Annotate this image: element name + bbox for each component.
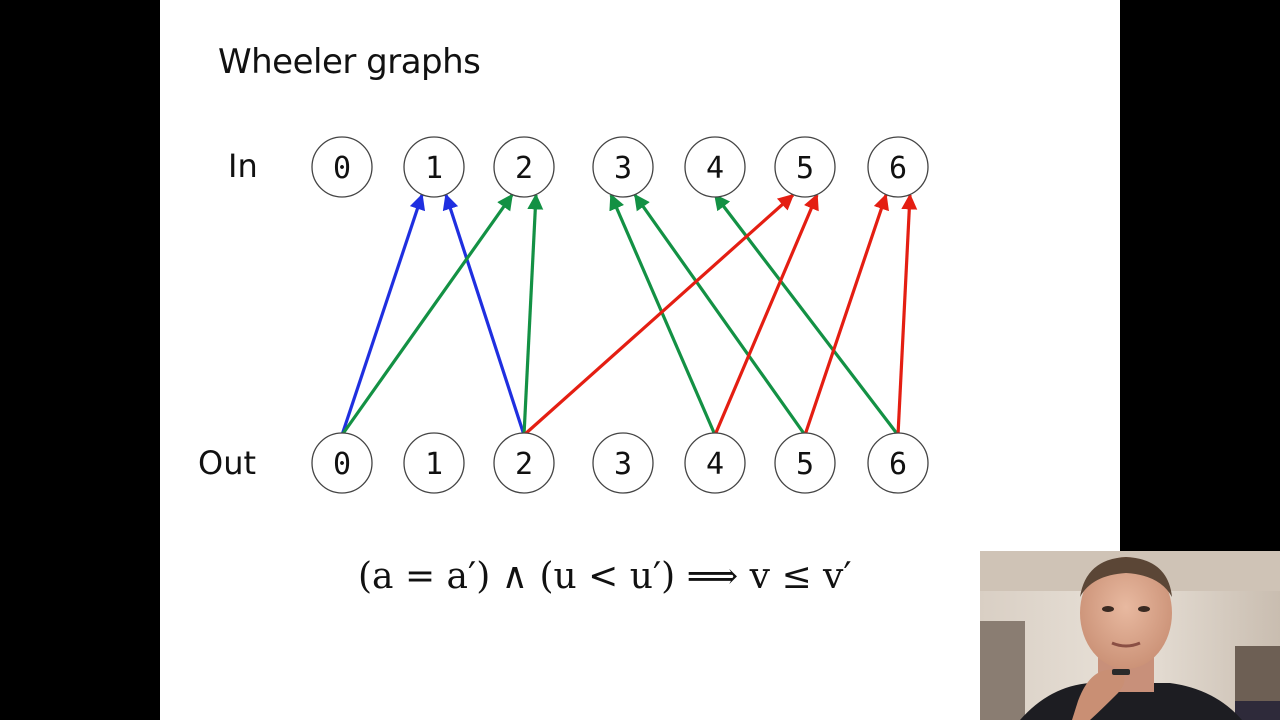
in-node-6: 6: [867, 136, 929, 198]
out-node-circle: [592, 432, 654, 494]
edge-out5-to-in3: [633, 193, 807, 436]
out-node-6: 6: [867, 432, 929, 494]
in-node-label: 5: [796, 151, 814, 186]
in-node-circle: [684, 136, 746, 198]
edge-out2-to-in1: [442, 193, 526, 436]
wheeler-property-formula: (a = a′) ∧ (u < u′) ⟹ v ≤ v′: [358, 556, 852, 597]
in-node-circle: [311, 136, 373, 198]
out-node-label: 0: [333, 447, 351, 482]
edge-out4-to-in5: [713, 193, 819, 436]
edge-out6-to-in6: [896, 193, 918, 436]
in-row-label: In: [228, 147, 258, 185]
wheeler-graph-diagram: In Out 0 1 2 3 4 5 6 0 1 2 3 4 5 6: [198, 136, 929, 494]
in-node-5: 5: [774, 136, 836, 198]
in-node-label: 3: [614, 151, 632, 186]
out-node-4: 4: [684, 432, 746, 494]
out-node-label: 1: [425, 447, 443, 482]
out-node-1: 1: [403, 432, 465, 494]
in-node-label: 0: [333, 151, 351, 186]
slide: Wheeler graphs In Out 0 1 2 3 4 5 6 0 1 2 3 4 5 6 (a…: [160, 0, 1120, 720]
edge-out5-to-in6: [803, 193, 889, 436]
in-node-3: 3: [592, 136, 654, 198]
edge-out0-to-in2: [340, 193, 514, 436]
out-node-label: 5: [796, 447, 814, 482]
in-node-label: 2: [515, 151, 533, 186]
edge-out6-to-in4: [713, 193, 900, 436]
out-node-label: 3: [614, 447, 632, 482]
out-nodes-layer: 0 1 2 3 4 5 6: [311, 432, 929, 494]
out-node-circle: [493, 432, 555, 494]
edge-out2-to-in2: [522, 193, 544, 436]
out-node-circle: [867, 432, 929, 494]
out-node-5: 5: [774, 432, 836, 494]
out-node-label: 2: [515, 447, 533, 482]
edges-layer: [340, 193, 918, 437]
out-node-circle: [403, 432, 465, 494]
in-node-circle: [867, 136, 929, 198]
in-nodes-layer: 0 1 2 3 4 5 6: [311, 136, 929, 198]
in-node-label: 6: [889, 151, 907, 186]
in-node-label: 4: [706, 151, 724, 186]
out-node-label: 6: [889, 447, 907, 482]
in-node-0: 0: [311, 136, 373, 198]
out-node-0: 0: [311, 432, 373, 494]
out-node-2: 2: [493, 432, 555, 494]
out-node-label: 4: [706, 447, 724, 482]
edge-out0-to-in1: [340, 193, 426, 436]
slide-title: Wheeler graphs: [218, 42, 481, 82]
out-node-circle: [311, 432, 373, 494]
in-node-2: 2: [493, 136, 555, 198]
in-node-label: 1: [425, 151, 443, 186]
in-node-circle: [493, 136, 555, 198]
in-node-circle: [774, 136, 836, 198]
out-node-3: 3: [592, 432, 654, 494]
edge-out4-to-in3: [609, 193, 717, 436]
out-node-circle: [774, 432, 836, 494]
in-node-4: 4: [684, 136, 746, 198]
in-node-circle: [403, 136, 465, 198]
in-node-1: 1: [403, 136, 465, 198]
in-node-circle: [592, 136, 654, 198]
out-node-circle: [684, 432, 746, 494]
presenter-webcam: [980, 551, 1280, 720]
presenter-webcam-icon: [980, 551, 1280, 720]
out-row-label: Out: [198, 444, 256, 482]
edge-out2-to-in5: [522, 193, 795, 437]
